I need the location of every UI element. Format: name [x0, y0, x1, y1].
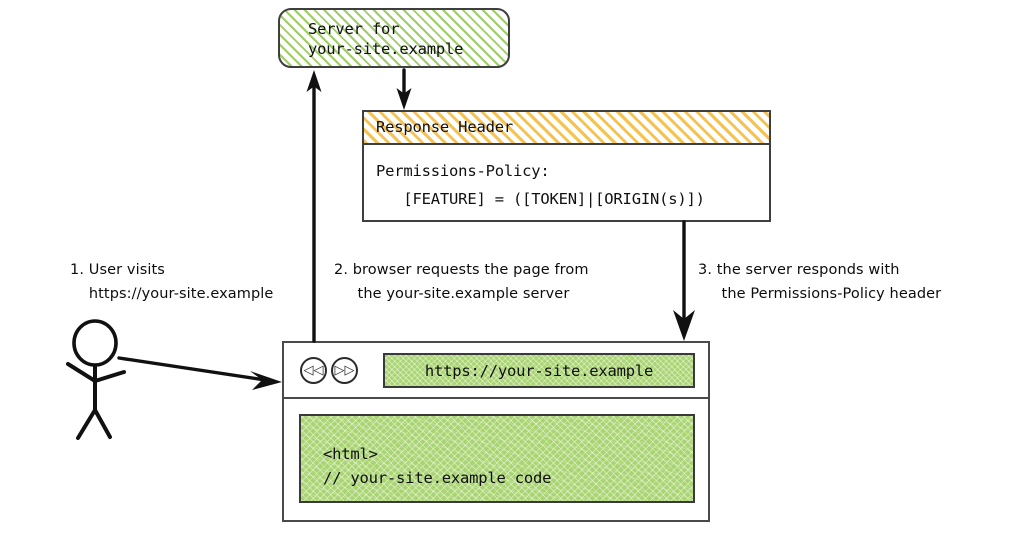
browser-window: ◁◁ ▷▷ https://your-site.example <html> /…	[282, 341, 710, 522]
browser-viewport: <html> // your-site.example code	[284, 401, 708, 520]
back-icon[interactable]: ◁◁	[300, 357, 327, 384]
caption-step-2: 2. browser requests the page from the yo…	[334, 262, 589, 302]
server-box: Server for your-site.example	[278, 8, 510, 68]
page-code-text: <html> // your-site.example code	[323, 445, 552, 487]
response-header-title-bar: Response Header	[364, 112, 769, 145]
page-code-block: <html> // your-site.example code	[299, 414, 695, 503]
url-bar[interactable]: https://your-site.example	[383, 353, 695, 388]
browser-toolbar: ◁◁ ▷▷ https://your-site.example	[284, 343, 708, 399]
caption-step-3: 3. the server responds with the Permissi…	[698, 262, 942, 302]
caption-step-1: 1. User visits https://your-site.example	[70, 262, 274, 302]
arrow-user-to-browser	[117, 356, 282, 390]
arrow-server-to-response-header	[396, 68, 412, 110]
arrow-browser-to-server	[306, 70, 322, 343]
server-box-label: Server for your-site.example	[308, 20, 464, 58]
url-text: https://your-site.example	[424, 361, 654, 380]
response-header-box: Response Header Permissions-Policy: [FEA…	[362, 110, 771, 222]
avatar	[66, 319, 126, 440]
forward-icon[interactable]: ▷▷	[331, 357, 358, 384]
response-header-body: Permissions-Policy: [FEATURE] = ([TOKEN]…	[376, 162, 705, 208]
arrow-response-header-to-browser	[673, 220, 695, 341]
response-header-title: Response Header	[376, 118, 513, 136]
